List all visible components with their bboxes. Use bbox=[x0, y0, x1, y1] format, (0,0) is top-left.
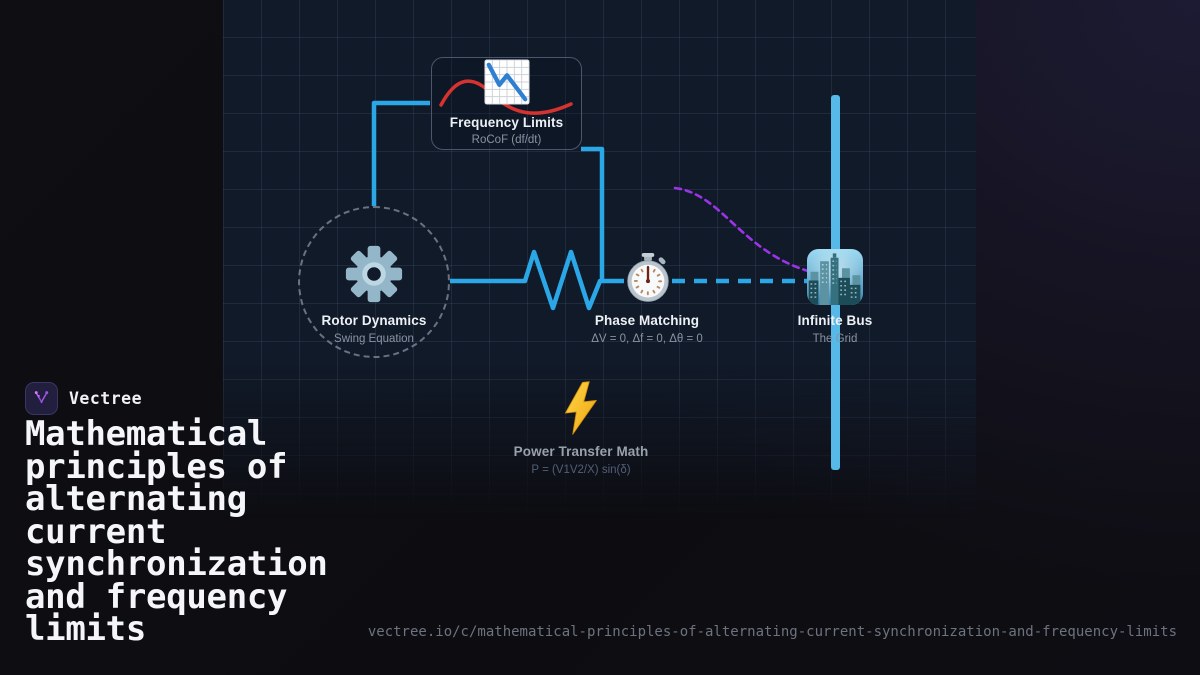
chart-decreasing-icon bbox=[484, 59, 530, 105]
node-subtitle: ΔV = 0, Δf = 0, Δθ = 0 bbox=[591, 333, 703, 345]
canonical-url: vectree.io/c/mathematical-principles-of-… bbox=[367, 624, 1177, 640]
cityscape-icon bbox=[807, 249, 863, 305]
gear-icon bbox=[345, 245, 403, 303]
node-subtitle: RoCoF (df/dt) bbox=[471, 134, 542, 146]
node-title: Rotor Dynamics bbox=[321, 313, 427, 328]
node-frequency-limits: Frequency Limits RoCoF (df/dt) bbox=[431, 57, 582, 150]
node-title: Infinite Bus bbox=[797, 313, 873, 328]
node-subtitle: The Grid bbox=[812, 333, 858, 345]
node-title: Phase Matching bbox=[594, 313, 700, 328]
brand-name: Vectree bbox=[69, 389, 143, 408]
node-subtitle: P = (V1V2/X) sin(δ) bbox=[531, 464, 631, 476]
branch-glyph-icon bbox=[34, 391, 49, 408]
node-title: Frequency Limits bbox=[449, 115, 564, 130]
vectree-logo-icon[interactable] bbox=[25, 382, 58, 415]
rotor-dashed-circle bbox=[298, 206, 450, 358]
node-subtitle: Swing Equation bbox=[334, 333, 414, 345]
high-voltage-icon bbox=[564, 381, 597, 435]
stopwatch-icon bbox=[627, 253, 669, 302]
page-title: Mathematical principles of alternating c… bbox=[25, 414, 328, 649]
brand: Vectree bbox=[25, 382, 142, 415]
node-title: Power Transfer Math bbox=[513, 444, 649, 459]
